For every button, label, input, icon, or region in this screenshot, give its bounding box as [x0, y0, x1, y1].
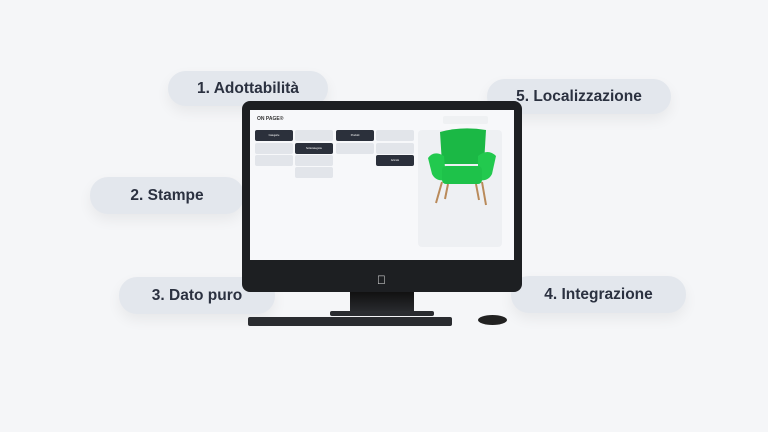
list-item[interactable] — [336, 143, 374, 154]
mouse — [478, 315, 507, 325]
keyboard — [248, 317, 452, 326]
label-adottabilita: 1. Adottabilità — [168, 71, 328, 106]
categorie-button[interactable]: Categorie — [255, 130, 293, 141]
armchair-image — [428, 128, 496, 206]
label-stampe: 2. Stampe — [90, 177, 244, 214]
list-item[interactable] — [376, 130, 414, 141]
articolo-button[interactable]: Articolo — [376, 155, 414, 166]
sottocategorie-button[interactable]: Sottocategorie — [295, 143, 333, 154]
list-item[interactable] — [295, 155, 333, 166]
prodotti-button[interactable]: Prodotti — [336, 130, 374, 141]
onpage-logo: ON PAGE® — [257, 116, 284, 122]
list-item[interactable] — [255, 143, 293, 154]
list-item[interactable] — [295, 167, 333, 178]
list-item[interactable] — [295, 130, 333, 141]
list-item[interactable] — [255, 155, 293, 166]
monitor-base — [330, 311, 434, 316]
panel-header — [443, 116, 488, 124]
screen: ON PAGE® Categorie Sottocategorie Prodot… — [250, 110, 514, 260]
label-dato-puro: 3. Dato puro — [119, 277, 275, 314]
label-integrazione: 4. Integrazione — [511, 276, 686, 313]
list-item[interactable] — [376, 143, 414, 154]
monitor-stand — [350, 292, 414, 313]
apple-logo-icon:  — [377, 273, 386, 287]
